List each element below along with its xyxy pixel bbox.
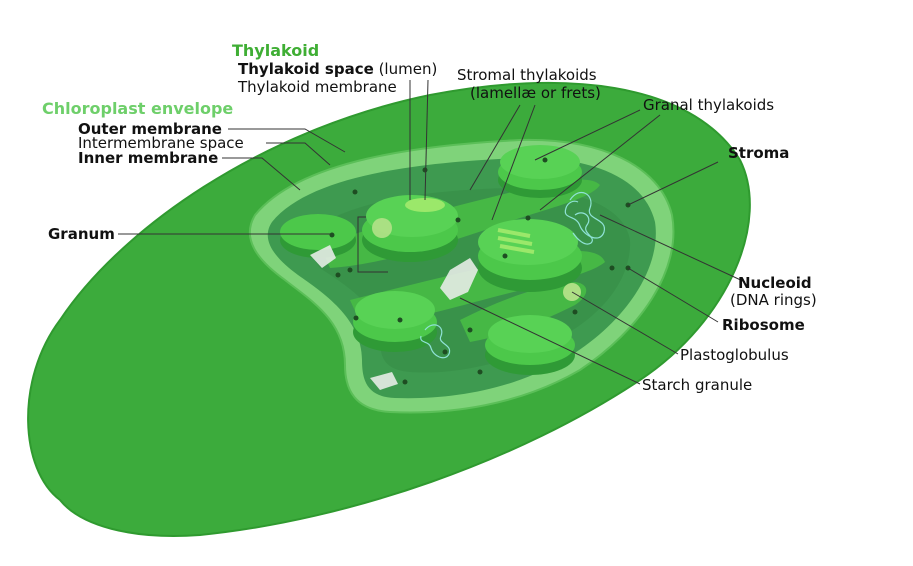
granum-bottom-right xyxy=(485,315,575,375)
starch-granules xyxy=(310,245,478,390)
granum-bottom-left xyxy=(353,291,437,352)
label-nucleoid: Nucleoid xyxy=(738,274,812,292)
label-ribosome: Ribosome xyxy=(722,316,805,334)
label-stromal-thylakoids-note: (lamellæ or frets) xyxy=(470,84,601,102)
label-nucleoid-note: (DNA rings) xyxy=(730,291,817,309)
granum-left xyxy=(280,214,356,258)
label-thylakoid: Thylakoid xyxy=(232,41,319,60)
ribosomes xyxy=(329,157,631,385)
nucleoids xyxy=(420,191,605,359)
label-intermembrane-space: Intermembrane space xyxy=(78,134,244,152)
leader-lines xyxy=(118,79,746,385)
label-chloroplast-envelope: Chloroplast envelope xyxy=(42,99,233,118)
label-thylakoid-membrane: Thylakoid membrane xyxy=(237,78,397,96)
granum-right xyxy=(478,219,582,292)
label-plastoglobulus: Plastoglobulus xyxy=(680,346,789,364)
label-stromal-thylakoids: Stromal thylakoids xyxy=(457,66,597,84)
label-thylakoid-space: Thylakoid space (lumen) xyxy=(238,60,437,78)
label-stroma: Stroma xyxy=(728,144,789,162)
label-starch-granule: Starch granule xyxy=(642,376,752,394)
granum-top-right xyxy=(498,145,582,198)
grana xyxy=(280,145,582,375)
label-granal-thylakoids: Granal thylakoids xyxy=(643,96,774,114)
label-thylakoid-space-note: (lumen) xyxy=(379,60,438,78)
label-inner-membrane: Inner membrane xyxy=(78,149,218,167)
labels: Thylakoid Thylakoid space (lumen) Thylak… xyxy=(42,41,817,394)
label-granum: Granum xyxy=(48,225,115,243)
granum-bracket xyxy=(357,216,388,273)
label-thylakoid-space-main: Thylakoid space xyxy=(238,60,374,78)
granum-center xyxy=(362,195,458,262)
label-outer-membrane: Outer membrane xyxy=(78,120,222,138)
thylakoid-lumen xyxy=(405,198,445,212)
